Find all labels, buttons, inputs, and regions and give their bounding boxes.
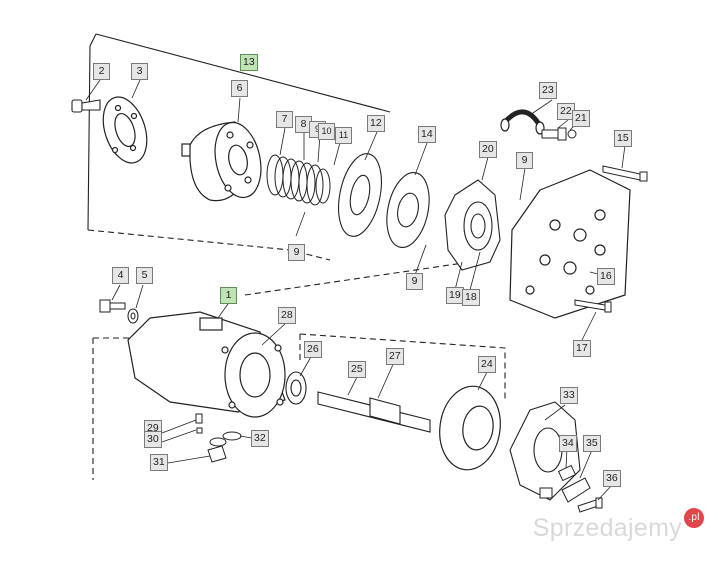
part-16-valve-block [509, 169, 631, 319]
part-5-washer [127, 308, 139, 324]
part-2-bolt [71, 99, 101, 113]
callout-16: 16 [597, 268, 615, 285]
callout-14: 14 [418, 126, 436, 143]
callout-9-lower-right: 9 [406, 273, 423, 290]
callout-32: 32 [251, 430, 269, 447]
callout-7: 7 [276, 111, 293, 128]
callout-23: 23 [539, 82, 557, 99]
callout-31: 31 [150, 454, 168, 471]
callout-22: 22 [557, 103, 575, 120]
callout-26: 26 [304, 341, 322, 358]
callout-30: 30 [144, 431, 162, 448]
callout-4: 4 [112, 267, 129, 284]
callout-35: 35 [583, 435, 601, 452]
callout-18: 18 [462, 289, 480, 306]
part-25-drive-shaft [317, 391, 431, 433]
part-35-clamp [561, 477, 591, 503]
callout-3: 3 [131, 63, 148, 80]
part-15-bolt [602, 165, 648, 182]
part-21-fitting [541, 127, 577, 141]
callout-12: 12 [367, 115, 385, 132]
callout-13: 13 [240, 54, 258, 71]
watermark-text: Sprzedajemy [532, 514, 682, 542]
callout-5: 5 [136, 267, 153, 284]
callout-9-right: 9 [516, 152, 533, 169]
part-31-plug [207, 437, 227, 463]
watermark-badge: .pl [684, 508, 704, 528]
callout-20: 20 [479, 141, 497, 158]
callout-1: 1 [220, 287, 237, 304]
part-1-main-housing [127, 311, 286, 418]
part-4-bolt [99, 299, 126, 313]
callout-28: 28 [278, 307, 296, 324]
part-29-pin [195, 413, 203, 434]
part-36-bolt [577, 497, 603, 513]
part-7-spring-stack [266, 154, 331, 206]
callout-36: 36 [603, 470, 621, 487]
part-20-gasket [444, 179, 501, 271]
callout-24: 24 [478, 356, 496, 373]
callout-10: 10 [318, 123, 335, 140]
callout-33: 33 [560, 387, 578, 404]
callout-19: 19 [446, 287, 464, 304]
part-12-friction-disc [338, 153, 382, 237]
part-6-motor-housing [181, 121, 262, 202]
part-14-pressure-plate [386, 172, 430, 248]
callout-9-lower-left: 9 [288, 244, 305, 261]
part-26-bearing [285, 371, 307, 405]
callout-11: 11 [335, 127, 352, 144]
leader-lines [85, 79, 626, 501]
callout-34: 34 [559, 435, 577, 452]
callout-17: 17 [573, 340, 591, 357]
callout-2: 2 [93, 63, 110, 80]
part-34-clamp [539, 464, 577, 499]
part-23-elbow-fitting [500, 109, 545, 135]
callout-27: 27 [386, 348, 404, 365]
watermark-logo: Sprzedajemy.pl [532, 508, 704, 543]
callout-15: 15 [614, 130, 632, 147]
callout-21: 21 [572, 110, 590, 127]
part-17-bolt [574, 299, 612, 313]
callout-25: 25 [348, 361, 366, 378]
callout-6: 6 [231, 80, 248, 97]
part-32-o-ring [222, 431, 242, 441]
part-24-end-cover [439, 385, 501, 471]
part-3-ring [102, 96, 148, 164]
